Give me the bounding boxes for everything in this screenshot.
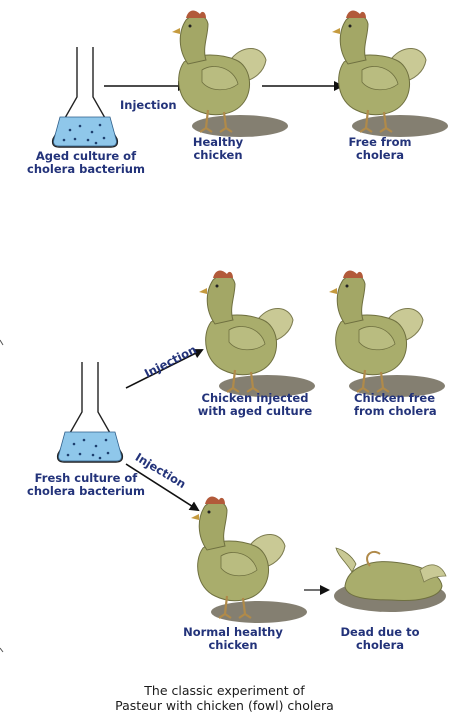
dead-chicken-icon: [334, 548, 446, 612]
injection-label-top: Injection: [120, 98, 177, 112]
free-from-cholera-chicken-icon: [332, 11, 448, 137]
flask-aged-culture: [53, 47, 118, 147]
aged-culture-label: Aged culture of cholera bacterium: [6, 150, 166, 176]
normal-healthy-chicken-label: Normal healthy chicken: [178, 626, 288, 652]
flask-fresh-culture: [58, 362, 123, 462]
fresh-culture-label: Fresh culture of cholera bacterium: [6, 472, 166, 498]
dead-due-to-cholera-label: Dead due to cholera: [330, 626, 430, 652]
chicken-injected-aged-label: Chicken injected with aged culture: [190, 392, 320, 418]
healthy-chicken-label: Healthy chicken: [178, 136, 258, 162]
chicken-injected-aged-icon: [199, 271, 315, 397]
diagram-caption: The classic experiment of Pasteur with c…: [0, 683, 449, 713]
free-from-cholera-label: Free from cholera: [340, 136, 420, 162]
chicken-free-cut-icon: [329, 271, 445, 397]
normal-healthy-chicken-icon: [191, 497, 307, 623]
healthy-chicken-icon: [172, 11, 288, 137]
chicken-free-cut-label: Chicken free from cholera: [354, 392, 449, 418]
left-edge-mark: [0, 340, 3, 652]
